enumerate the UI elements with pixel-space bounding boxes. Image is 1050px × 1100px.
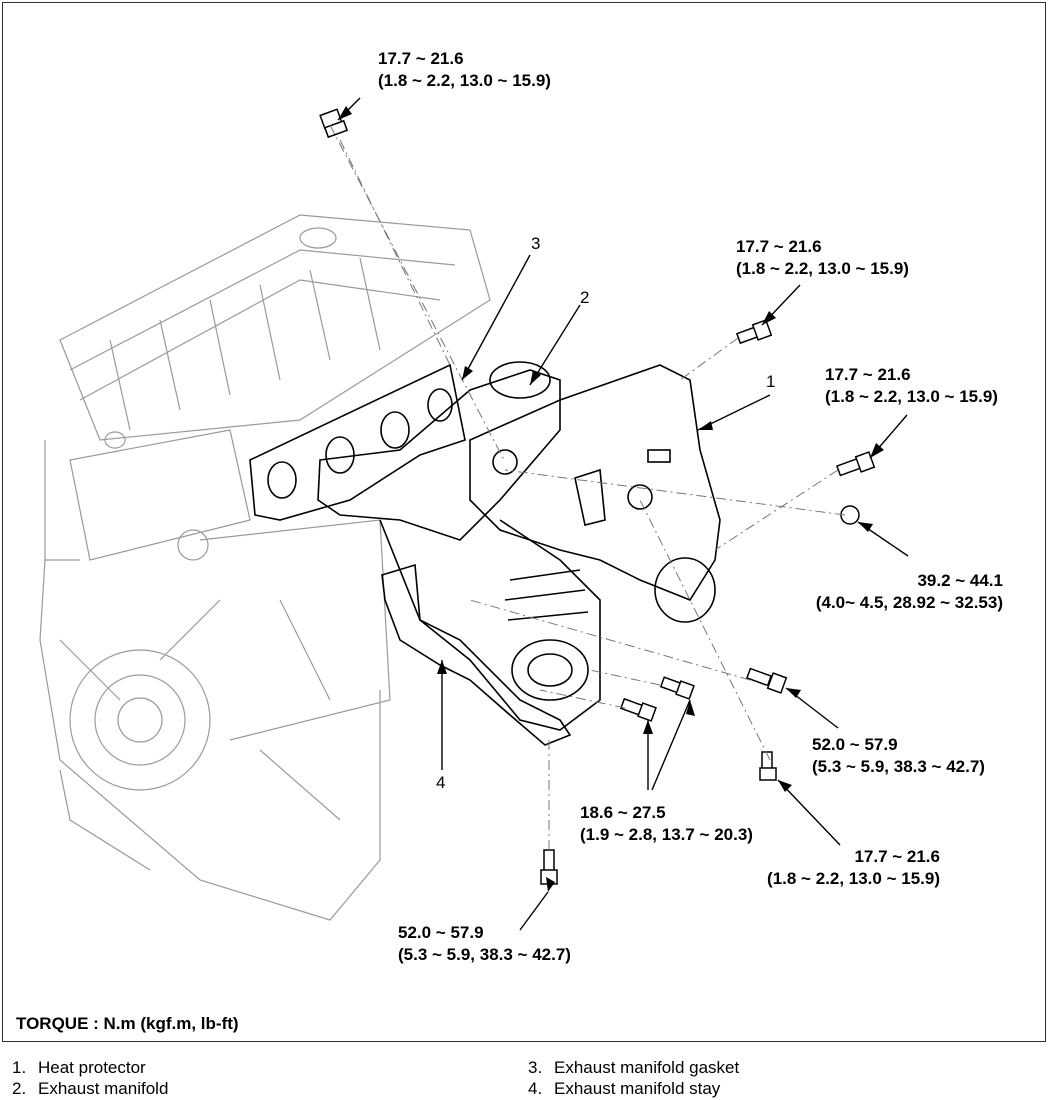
torque-unit-label: TORQUE : N.m (kgf.m, lb-ft) [16, 1014, 239, 1033]
torque-callout-stay-upper: 52.0 ~ 57.9 (5.3 ~ 5.9, 38.3 ~ 42.7) [812, 734, 985, 778]
legend-name: Exhaust manifold [38, 1079, 169, 1098]
nut-icon [840, 505, 860, 525]
torque-callout-stay-bolts: 18.6 ~ 27.5 (1.9 ~ 2.8, 13.7 ~ 20.3) [580, 802, 753, 846]
part-number-2: 2 [580, 288, 590, 307]
legend-item-4: 4. Exhaust manifold stay [528, 1078, 720, 1100]
torque-value: 39.2 ~ 44.1 [917, 571, 1003, 590]
torque-value: 17.7 ~ 21.6 [825, 365, 911, 384]
torque-converted: (1.8 ~ 2.2, 13.0 ~ 15.9) [378, 71, 551, 90]
torque-value: 52.0 ~ 57.9 [812, 735, 898, 754]
gasket-part [249, 363, 466, 521]
legend-item-1: 1. Heat protector [12, 1057, 146, 1079]
torque-converted: (1.8 ~ 2.2, 13.0 ~ 15.9) [767, 869, 940, 888]
bolt-icon [751, 319, 773, 341]
torque-callout-bottom: 52.0 ~ 57.9 (5.3 ~ 5.9, 38.3 ~ 42.7) [398, 922, 571, 966]
torque-converted: (1.9 ~ 2.8, 13.7 ~ 20.3) [580, 825, 753, 844]
legend-item-3: 3. Exhaust manifold gasket [528, 1057, 739, 1079]
torque-callout-heat-protector-side: 17.7 ~ 21.6 (1.8 ~ 2.2, 13.0 ~ 15.9) [825, 364, 998, 408]
bolt-icon [759, 767, 777, 781]
torque-value: 17.7 ~ 21.6 [854, 847, 940, 866]
exhaust-manifold-diagram [39, 97, 909, 931]
assembly-lines [329, 124, 846, 850]
bolt-icon [766, 672, 788, 694]
torque-converted: (1.8 ~ 2.2, 13.0 ~ 15.9) [736, 259, 909, 278]
legend-number: 3. [528, 1058, 543, 1077]
torque-converted: (5.3 ~ 5.9, 38.3 ~ 42.7) [812, 757, 985, 776]
legend-name: Heat protector [38, 1058, 146, 1077]
heat-protector-part [469, 364, 721, 623]
torque-callout-top: 17.7 ~ 21.6 (1.8 ~ 2.2, 13.0 ~ 15.9) [378, 48, 551, 92]
legend-number: 4. [528, 1079, 543, 1098]
bolt-icon [675, 680, 695, 700]
torque-value: 18.6 ~ 27.5 [580, 803, 666, 822]
bolt-icon [543, 849, 555, 873]
legend-name: Exhaust manifold gasket [554, 1058, 740, 1077]
torque-converted: (1.8 ~ 2.2, 13.0 ~ 15.9) [825, 387, 998, 406]
legend-number: 2. [12, 1079, 27, 1098]
torque-value: 17.7 ~ 21.6 [378, 49, 464, 68]
figure-frame [2, 2, 1046, 1042]
part-number-4: 4 [436, 773, 446, 792]
engine-block-drawing [39, 214, 491, 921]
bolt-icon [323, 119, 349, 139]
legend-number: 1. [12, 1058, 27, 1077]
part-number-1: 1 [766, 372, 776, 391]
part-number-3: 3 [531, 234, 541, 253]
bolt-icon [745, 667, 773, 687]
arrowheads [338, 106, 884, 892]
bolt-icons [319, 108, 876, 885]
torque-converted: (5.3 ~ 5.9, 38.3 ~ 42.7) [398, 945, 571, 964]
legend-name: Exhaust manifold stay [554, 1079, 721, 1098]
torque-converted: (4.0~ 4.5, 28.92 ~ 32.53) [815, 593, 1003, 612]
bolt-icon [637, 702, 657, 722]
torque-value: 52.0 ~ 57.9 [398, 923, 484, 942]
torque-callout-nut: 39.2 ~ 44.1 (4.0~ 4.5, 28.92 ~ 32.53) [788, 570, 1003, 614]
torque-value: 17.7 ~ 21.6 [736, 237, 822, 256]
torque-callout-lower-right: 17.7 ~ 21.6 (1.8 ~ 2.2, 13.0 ~ 15.9) [740, 846, 940, 890]
manifold-part [317, 361, 601, 731]
legend-item-2: 2. Exhaust manifold [12, 1078, 168, 1100]
bolt-icon [854, 451, 876, 473]
torque-callout-heat-protector-upper: 17.7 ~ 21.6 (1.8 ~ 2.2, 13.0 ~ 15.9) [736, 236, 909, 280]
stay-part [381, 563, 572, 746]
